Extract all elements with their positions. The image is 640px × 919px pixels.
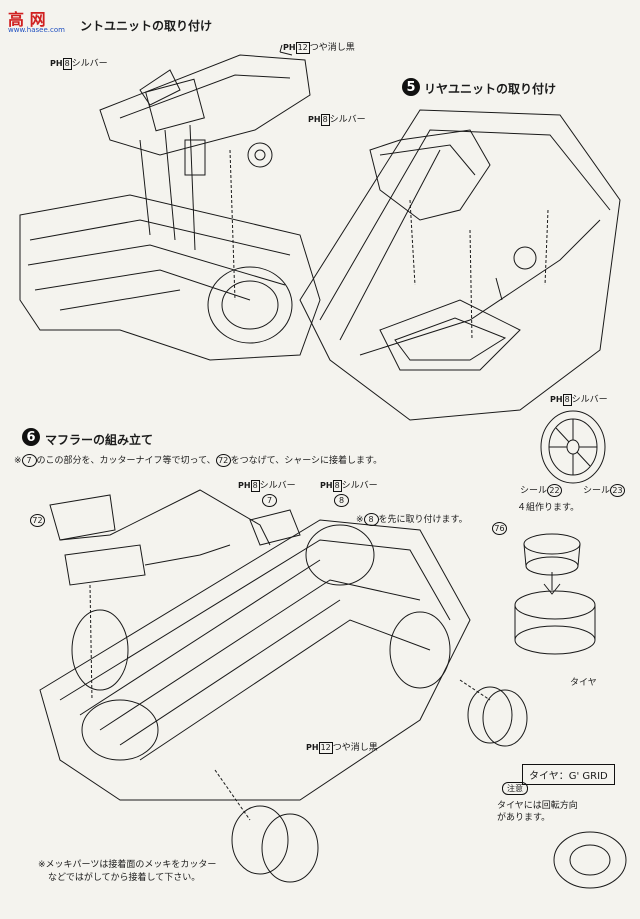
caution-tire-drawing (553, 831, 627, 889)
step4-title: ントユニットの取り付け (80, 19, 213, 33)
rear-chassis-drawing (299, 109, 621, 421)
front-chassis-drawing (19, 44, 321, 361)
tire-spec-box: タイヤ：G' GRID (522, 764, 615, 785)
part-7: 7 (262, 494, 277, 507)
step6-badge: 6 (22, 428, 40, 446)
step5-badge: 5 (402, 78, 420, 96)
step5-title: リヤユニットの取り付け (424, 82, 557, 96)
tire-label: タイヤ (570, 678, 597, 688)
footer-note-line2: などではがしてから接着して下さい。 (48, 873, 201, 883)
muffler-chassis-drawing (39, 489, 528, 883)
caution-tag: 注意 (502, 782, 528, 795)
wheel-sets-note: ４組作ります。 (517, 503, 580, 513)
part-72: 72 (30, 514, 45, 527)
caution-line1: タイヤには回転方向 (497, 801, 578, 811)
part-76: 76 (492, 522, 507, 535)
watermark-brand: 高 网 (8, 10, 46, 29)
tire-assembly-drawing (514, 533, 596, 655)
footer-note-line1: ※メッキパーツは接着面のメッキをカッター (38, 860, 217, 870)
wheel-drawing (540, 410, 606, 484)
part-8: 8 (334, 494, 349, 507)
watermark-url: www.hasee.com (8, 26, 65, 34)
caution-line2: があります。 (497, 813, 551, 823)
step6-title: マフラーの組み立て (45, 433, 154, 447)
